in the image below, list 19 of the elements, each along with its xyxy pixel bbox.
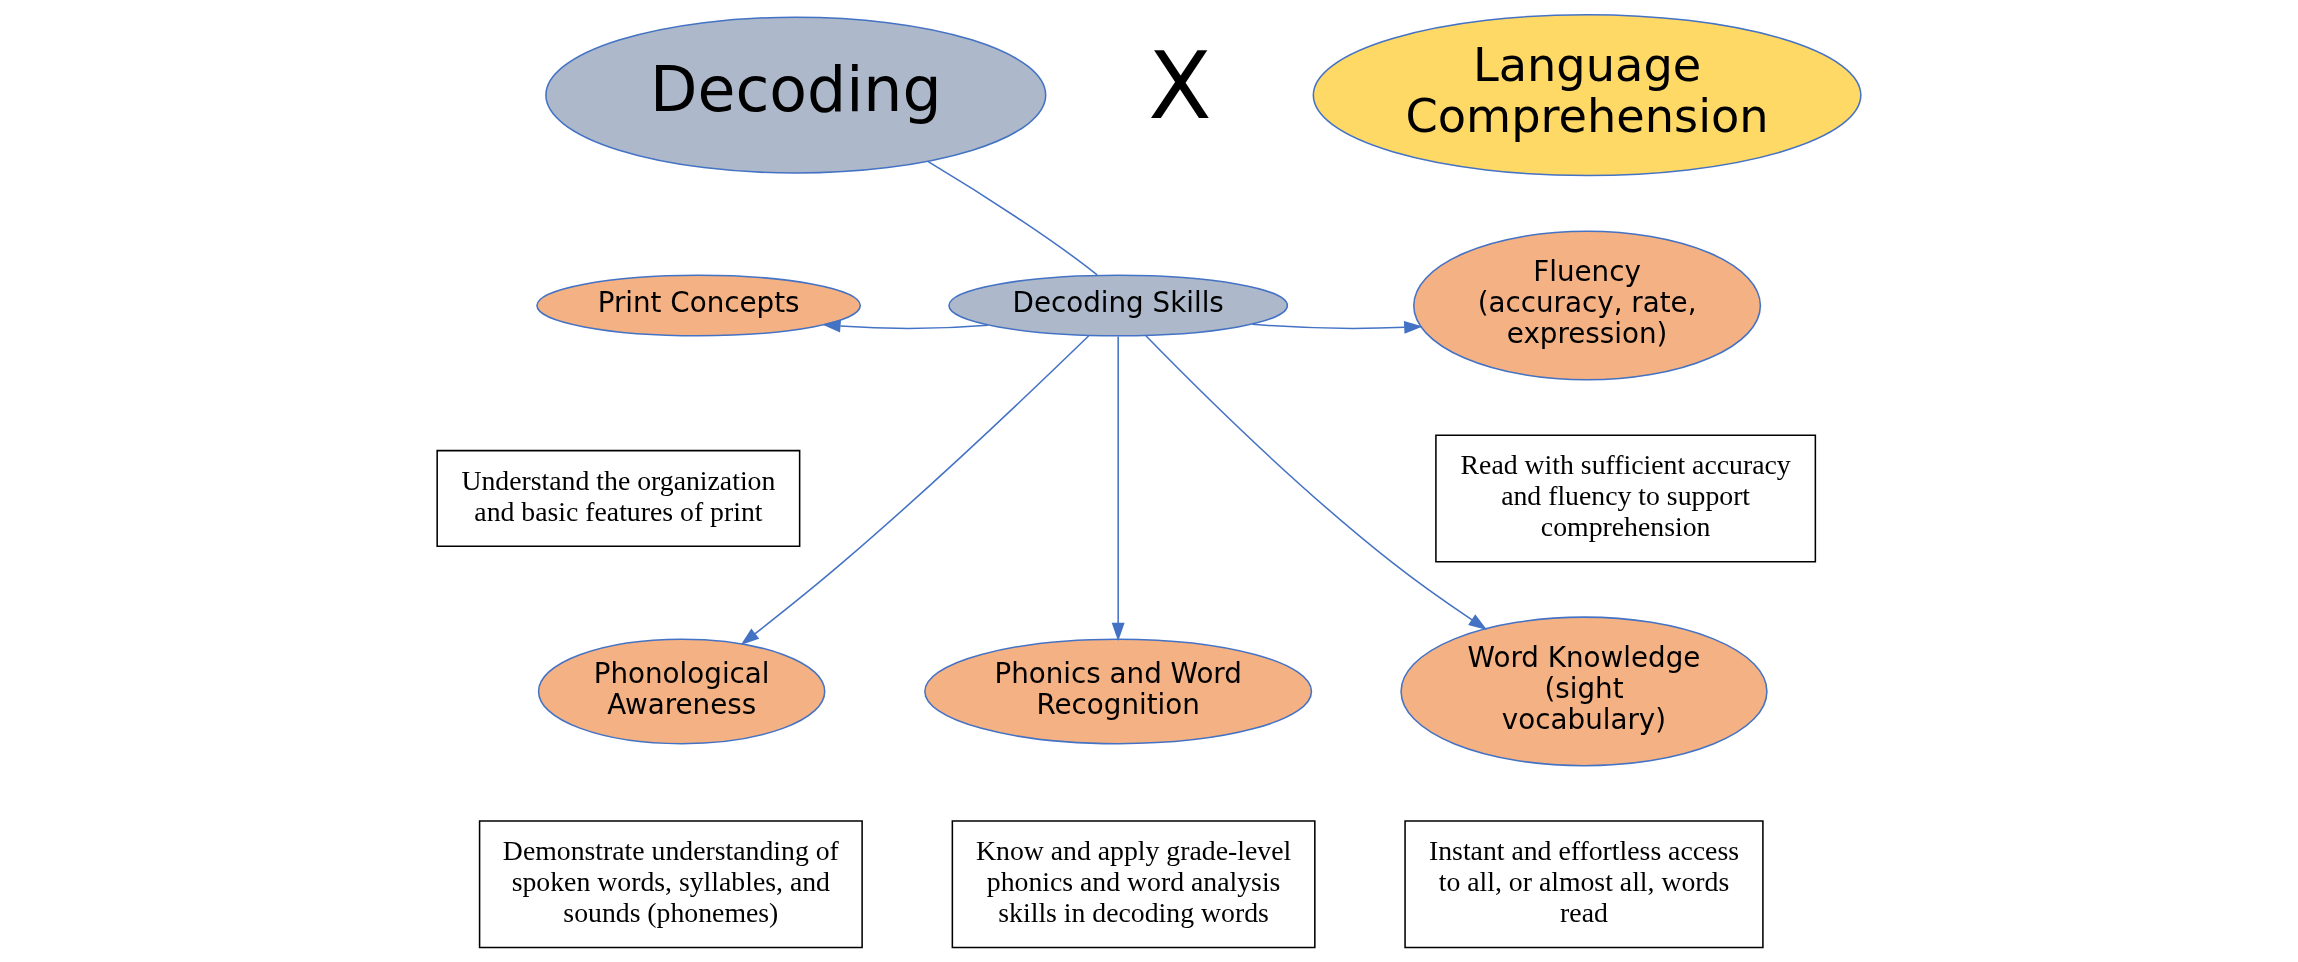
node-ellipse: Decoding Skills [948, 274, 1289, 337]
node-ellipse: Decoding [545, 16, 1047, 174]
node-box: Demonstrate understanding of spoken words, syllables, and sounds (phonemes) [478, 820, 863, 949]
arrow [1145, 335, 1488, 630]
node-ellipse: Phonological Awareness [537, 638, 826, 745]
node-ellipse: Fluency (accuracy, rate, expression) [1413, 230, 1762, 381]
node-box: Read with sufficient accuracy and fluency to support comprehension [1435, 434, 1817, 563]
node-box: Instant and effortless access to all, or almost all, words read [1404, 820, 1764, 949]
node-ellipse: Language Comprehension [1312, 13, 1862, 177]
arrow [822, 319, 989, 333]
node-box: Know and apply grade-level phonics and word analysis skills in decoding words [951, 820, 1316, 949]
arrow [740, 335, 1090, 645]
arrow [1111, 335, 1125, 642]
label: X [1148, 32, 1212, 141]
node-ellipse: Print Concepts [536, 274, 862, 337]
node-box: Understand the organization and basic features of print [436, 449, 801, 548]
arrow [1251, 320, 1423, 334]
connector [927, 160, 1098, 276]
node-ellipse: Phonics and Word Recognition [924, 638, 1313, 745]
